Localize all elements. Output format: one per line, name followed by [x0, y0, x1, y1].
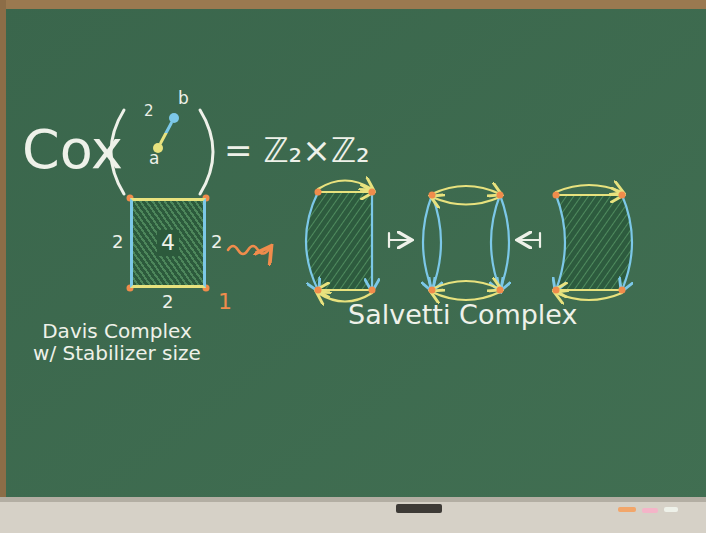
chalk-piece [642, 508, 658, 513]
parenthesis [200, 110, 213, 194]
group-equation: = ℤ₂×ℤ₂ [224, 132, 370, 169]
title-text: Cox [22, 120, 123, 179]
wavy-arrow [228, 246, 270, 254]
frame-left [0, 0, 6, 533]
tray-edge [0, 497, 706, 502]
vertex-label: a [149, 149, 159, 168]
eraser [396, 504, 442, 513]
vertex-dots [127, 195, 210, 292]
chalk-piece [664, 507, 678, 512]
salvetti-cell [306, 181, 376, 302]
chalk-piece [618, 507, 636, 512]
maps-to-arrow [519, 233, 540, 247]
davis-cell: 4 [130, 198, 206, 288]
edge-label: 2 [144, 103, 154, 120]
salvetti-cell [553, 185, 633, 300]
vertex-label: b [178, 89, 188, 108]
edge-order: 2 [162, 292, 173, 312]
salvetti-cell [423, 186, 509, 300]
graph-vertex: a [153, 143, 163, 153]
maps-to-arrow [389, 233, 410, 247]
frame-top [0, 0, 706, 9]
caption-text: Davis Complex w/ Stabilizer size [32, 320, 202, 364]
caption-text: Salvetti Complex [348, 300, 577, 330]
graph-edge [161, 123, 172, 143]
graph-vertex: b [169, 113, 179, 123]
chalk-tray [0, 497, 706, 533]
stabilizer-size: 1 [218, 290, 232, 314]
stabilizer-size: 4 [157, 230, 179, 256]
edge-order: 2 [112, 232, 123, 252]
edge-order: 2 [211, 232, 222, 252]
